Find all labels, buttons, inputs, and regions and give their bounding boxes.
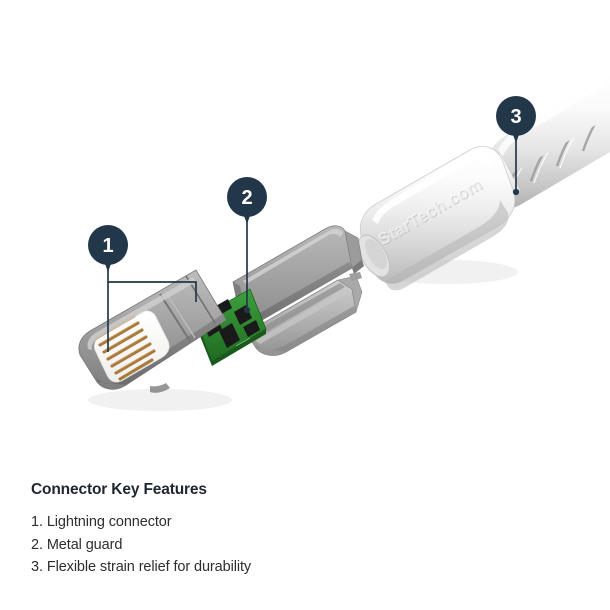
metal-guard-lower <box>245 272 363 356</box>
callout-badge-2-label: 2 <box>241 187 252 209</box>
list-item: 1. Lightning connector <box>31 514 172 530</box>
list-item: 2. Metal guard <box>31 536 123 553</box>
list-item: 3. Flexible strain relief for durability <box>31 559 252 575</box>
callout-badge-1-label: 1 <box>102 235 113 257</box>
callout-badge-2[interactable]: 2 <box>227 177 267 224</box>
callout-badge-1[interactable]: 1 <box>88 225 128 272</box>
callout-badge-3[interactable]: 3 <box>496 96 536 143</box>
lightning-connector <box>78 269 232 411</box>
callout-leader-dots <box>243 188 520 314</box>
caption-block: Connector Key Features 1. Lightning conn… <box>31 480 571 579</box>
feature-list: 1. Lightning connector 2. Metal guard 3.… <box>31 511 571 579</box>
callout-badge-3-label: 3 <box>510 106 521 128</box>
page-title: Connector Key Features <box>31 481 207 498</box>
pcb-board <box>195 288 267 366</box>
product-illustration: StarTech.com StarTech.com <box>78 75 610 411</box>
connector-housing: StarTech.com StarTech.com <box>358 146 520 291</box>
